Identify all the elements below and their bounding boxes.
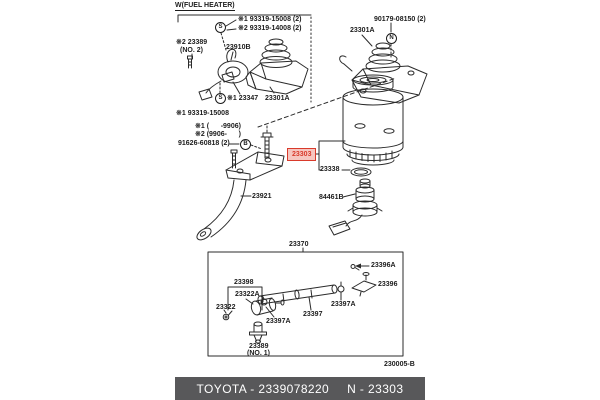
union-23389-label: ※2 23389 (176, 39, 208, 46)
page-code: 230005-B (384, 361, 415, 368)
screw-single-label: ※1 93319-15008 (176, 110, 229, 117)
sensor-23347-label: ※1 23347 (227, 95, 259, 102)
part-23322-label: 23322 (216, 304, 236, 311)
date-range-2-label: ※2 (9906- ) (195, 131, 241, 138)
screw-number-2-label: ※2 93319-14008 (2) (238, 25, 302, 32)
footer-part-number: N - 23303 (347, 381, 404, 396)
filter-bracket-drawing (196, 151, 285, 241)
heater-23910b-label: 23910B (226, 44, 251, 51)
union-23389-sub-label: (NO. 2) (180, 47, 203, 54)
part-23389-label: 23389 (249, 343, 269, 350)
water-sensor-drawing (328, 178, 383, 236)
part-23397a-right-label: 23397A (331, 301, 356, 308)
part-23396a-label: 23396A (371, 262, 396, 269)
part-23389-sub-label: (NO. 1) (247, 350, 270, 357)
leader-lines (191, 19, 392, 318)
part-23398-label: 23398 (234, 279, 254, 286)
nut-marker-icon: N (386, 33, 397, 44)
pump-left-23301a-label: 23301A (265, 95, 290, 102)
footer-catalog-number: TOYOTA - 2339078220 (196, 381, 330, 396)
primer-pump-right-drawing (339, 42, 428, 104)
sensor-84461b-label: 84461B (319, 194, 344, 201)
pipe-box-drawing (207, 251, 404, 357)
part-23397-label: 23397 (303, 311, 323, 318)
primer-pump-left-drawing (245, 38, 309, 95)
fuel-filter-drawing (342, 74, 404, 166)
part-23397a-left-label: 23397A (266, 318, 291, 325)
filter-gasket-drawing (350, 167, 372, 177)
screw-marker-icon: S (215, 93, 226, 104)
bolt-91626-label: 91626-60818 (2) (178, 140, 230, 147)
part-23396-label: 23396 (378, 281, 398, 288)
gasket-23338-label: 23338 (320, 166, 340, 173)
screw-number-1-label: ※1 93319-15008 (2) (238, 16, 302, 23)
pipe-assembly-23370-label: 23370 (289, 241, 309, 248)
dashed-reference-lines (219, 32, 397, 150)
date-range-1-label: ※1 ( -9906) (195, 123, 241, 130)
selected-part-23303-label[interactable]: 23303 (287, 148, 317, 161)
part-23322a-label: 23322A (235, 291, 260, 298)
footer-bar: TOYOTA - 2339078220 N - 23303 (175, 377, 425, 400)
heater-group-outline (177, 14, 312, 103)
heater-group-title: W(FUEL HEATER) (175, 2, 235, 11)
bracket-23921-label: 23921 (252, 193, 272, 200)
bolt-drawings (230, 132, 274, 169)
nut-90179-label: 90179-08150 (2) (374, 16, 426, 23)
bolt-marker-icon: B (240, 139, 251, 150)
pump-right-23301a-label: 23301A (350, 27, 375, 34)
screw-marker-icon: S (215, 22, 226, 33)
